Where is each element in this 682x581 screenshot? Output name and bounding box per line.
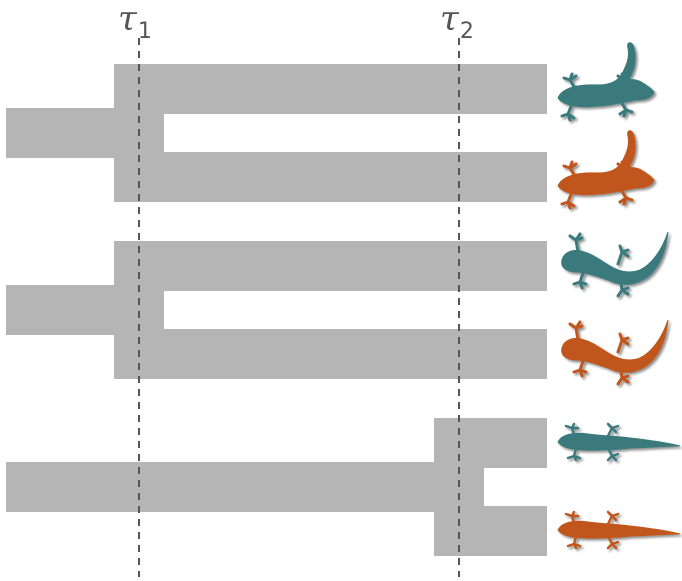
tree-2-root-branch — [6, 285, 126, 335]
tree-2 — [6, 241, 547, 379]
tree-3-lower-branch — [434, 506, 547, 556]
tau1-subscript: 1 — [137, 19, 152, 44]
tau1-label: τ1 — [118, 0, 152, 43]
gecko-slender-icon — [556, 422, 682, 462]
tree-1-upper-branch — [114, 64, 547, 114]
tree-1-root-branch — [6, 108, 126, 158]
tree-3-upper-branch — [434, 418, 547, 468]
tau2-label: τ2 — [440, 0, 474, 43]
tree-2-upper-branch — [114, 241, 547, 291]
gecko-curled-tail-icon — [556, 41, 656, 122]
tree-1-lower-branch — [114, 152, 547, 202]
tree-2-lower-branch — [114, 329, 547, 379]
tau2-subscript: 2 — [459, 19, 474, 44]
gecko-climbing-icon — [560, 318, 670, 386]
gecko-climbing-icon — [560, 230, 670, 298]
tau1-symbol: τ — [118, 0, 137, 39]
tree-1 — [6, 64, 547, 202]
gecko-slender-icon — [556, 510, 682, 550]
tree-3-root-branch — [6, 462, 446, 512]
tree-3 — [6, 418, 547, 556]
tau2-symbol: τ — [440, 0, 459, 39]
gecko-curled-tail-icon — [556, 129, 656, 210]
